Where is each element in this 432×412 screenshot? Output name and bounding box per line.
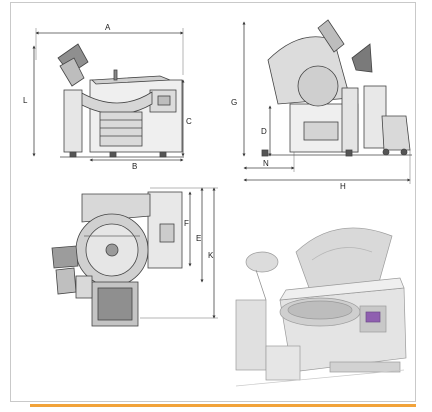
label-C: C [186,117,192,126]
front-view [32,28,185,162]
label-D: D [261,127,267,136]
orange-accent-bar [30,404,416,407]
label-G: G [231,98,237,107]
side-view [242,19,412,184]
label-H: H [340,182,346,191]
label-F: F [184,219,189,228]
label-N: N [263,159,269,168]
label-B: B [132,162,137,171]
machine-3d-render [235,227,407,387]
label-A: A [105,23,111,32]
top-view [51,187,218,327]
label-L: L [23,96,28,105]
label-K: K [208,251,214,260]
dimension-letters: A B C D E F G H K L N [23,23,346,260]
label-E: E [196,234,201,243]
